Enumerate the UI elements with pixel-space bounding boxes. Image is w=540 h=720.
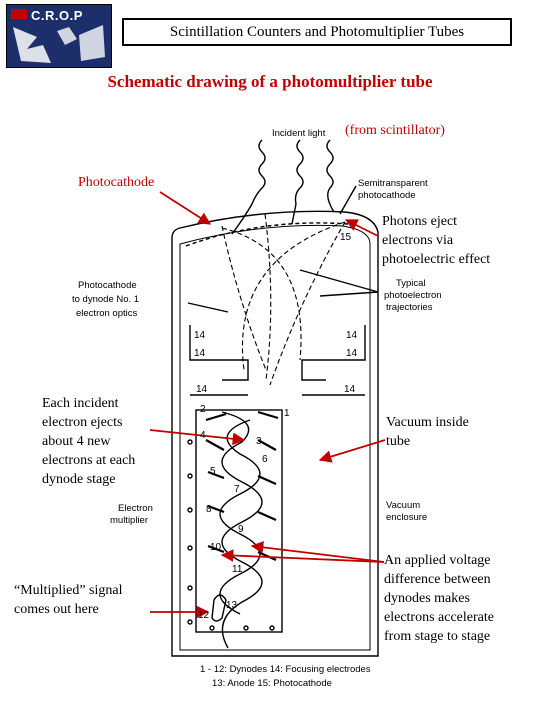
trajectory-1 bbox=[221, 225, 267, 371]
electron-multiplier-label-1: Electron bbox=[118, 503, 153, 514]
arrow-vacuum bbox=[318, 439, 386, 463]
logo-emblem bbox=[11, 9, 105, 63]
num-14d: 14 bbox=[346, 348, 358, 359]
num-1: 1 bbox=[284, 408, 290, 419]
crop-logo: C.R.O.P bbox=[6, 4, 112, 68]
note-line: An applied voltage bbox=[384, 553, 491, 568]
vacuum-enclosure-label-1: Vacuum bbox=[386, 500, 420, 511]
photocathode-note: Photocathode bbox=[78, 175, 155, 190]
pc-dynode-label-3: electron optics bbox=[76, 308, 138, 319]
note-line: tube bbox=[386, 434, 411, 449]
num-2: 2 bbox=[200, 404, 206, 415]
number-labels: 15 14 14 14 14 14 14 1 2 3 4 5 6 7 8 9 1… bbox=[194, 232, 358, 621]
note-line: dynode stage bbox=[42, 472, 116, 487]
focus-electrode-left bbox=[189, 325, 249, 381]
from-scintillator-note: (from scintillator) bbox=[345, 123, 445, 138]
legend-line-1: 1 - 12: Dynodes 14: Focusing electrodes bbox=[200, 664, 371, 675]
num-14e: 14 bbox=[196, 384, 208, 395]
num-4: 4 bbox=[200, 430, 206, 441]
arrow-each-incident bbox=[149, 429, 246, 446]
arrow-photocathode bbox=[159, 191, 212, 225]
note-line: dynodes makes bbox=[384, 591, 470, 606]
num-7: 7 bbox=[234, 484, 240, 495]
typical-label-3: trajectories bbox=[386, 302, 433, 313]
num-13: 13 bbox=[226, 600, 238, 611]
num-6: 6 bbox=[262, 454, 268, 465]
trajectory-4 bbox=[221, 227, 302, 361]
note-line: Vacuum inside bbox=[386, 415, 469, 430]
arrow-voltage-1 bbox=[220, 549, 385, 563]
dynodes bbox=[205, 410, 279, 562]
focus-electrode-right bbox=[301, 325, 366, 381]
typical-label-2: photoelectron bbox=[384, 290, 442, 301]
each-incident-note: Each incident electron ejects about 4 ne… bbox=[42, 394, 172, 489]
num-3: 3 bbox=[256, 436, 262, 447]
cascade-right bbox=[219, 419, 261, 615]
note-line: electrons via bbox=[382, 233, 454, 248]
multiplied-signal-note: “Multiplied” signal comes out here bbox=[14, 581, 164, 619]
base-pins bbox=[187, 439, 275, 631]
inner-enclosure bbox=[179, 224, 371, 651]
light-ray-2 bbox=[291, 139, 304, 225]
note-line: Each incident bbox=[42, 396, 119, 411]
pc-dynode-label-1: Photocathode bbox=[78, 280, 137, 291]
num-11: 11 bbox=[232, 564, 243, 575]
num-12: 12 bbox=[198, 610, 210, 621]
vacuum-note: Vacuum inside tube bbox=[386, 413, 526, 451]
legend-line-2: 13: Anode 15: Photocathode bbox=[212, 678, 332, 689]
num-8: 8 bbox=[206, 504, 212, 515]
note-line: electrons accelerate bbox=[384, 610, 494, 625]
page-title: Scintillation Counters and Photomultipli… bbox=[122, 18, 512, 46]
light-ray-3 bbox=[326, 139, 335, 213]
num-14f: 14 bbox=[344, 384, 356, 395]
light-ray-1 bbox=[231, 139, 266, 235]
incident-light-label: Incident light bbox=[272, 128, 326, 139]
note-line: about 4 new bbox=[42, 434, 111, 449]
note-line: electrons at each bbox=[42, 453, 136, 468]
note-line: photoelectric effect bbox=[382, 252, 491, 267]
num-5: 5 bbox=[210, 466, 216, 477]
tube-outline bbox=[171, 210, 379, 657]
num-15: 15 bbox=[340, 232, 352, 243]
num-14b: 14 bbox=[194, 348, 206, 359]
trajectory-2 bbox=[264, 213, 272, 381]
num-14a: 14 bbox=[194, 330, 206, 341]
anode bbox=[211, 594, 227, 622]
note-line: from stage to stage bbox=[384, 629, 491, 644]
multiplier-box bbox=[195, 409, 283, 633]
semitransparent-label-1: Semitransparent bbox=[358, 178, 428, 189]
trajectory-3 bbox=[269, 221, 346, 386]
applied-voltage-note: An applied voltage difference between dy… bbox=[384, 551, 534, 646]
num-14c: 14 bbox=[346, 330, 358, 341]
diagram-subtitle: Schematic drawing of a photomultiplier t… bbox=[107, 72, 433, 91]
pc-dynode-label-2: to dynode No. 1 bbox=[72, 294, 139, 305]
typical-label-1: Typical bbox=[396, 278, 426, 289]
arrow-photons bbox=[344, 219, 379, 237]
arrow-voltage-2 bbox=[250, 541, 385, 563]
num-10: 10 bbox=[210, 542, 222, 553]
num-9: 9 bbox=[238, 524, 244, 535]
logo-text: C.R.O.P bbox=[31, 8, 83, 23]
vacuum-enclosure-label-2: enclosure bbox=[386, 512, 427, 523]
note-line: “Multiplied” signal bbox=[14, 583, 123, 598]
note-line: electron ejects bbox=[42, 415, 123, 430]
note-line: comes out here bbox=[14, 602, 99, 617]
note-line: difference between bbox=[384, 572, 491, 587]
trajectory-5 bbox=[242, 221, 346, 371]
note-line: Photons eject bbox=[382, 214, 458, 229]
photons-eject-note: Photons eject electrons via photoelectri… bbox=[382, 212, 532, 269]
electron-multiplier-label-2: multiplier bbox=[110, 515, 148, 526]
semitransparent-label-2: photocathode bbox=[358, 190, 416, 201]
